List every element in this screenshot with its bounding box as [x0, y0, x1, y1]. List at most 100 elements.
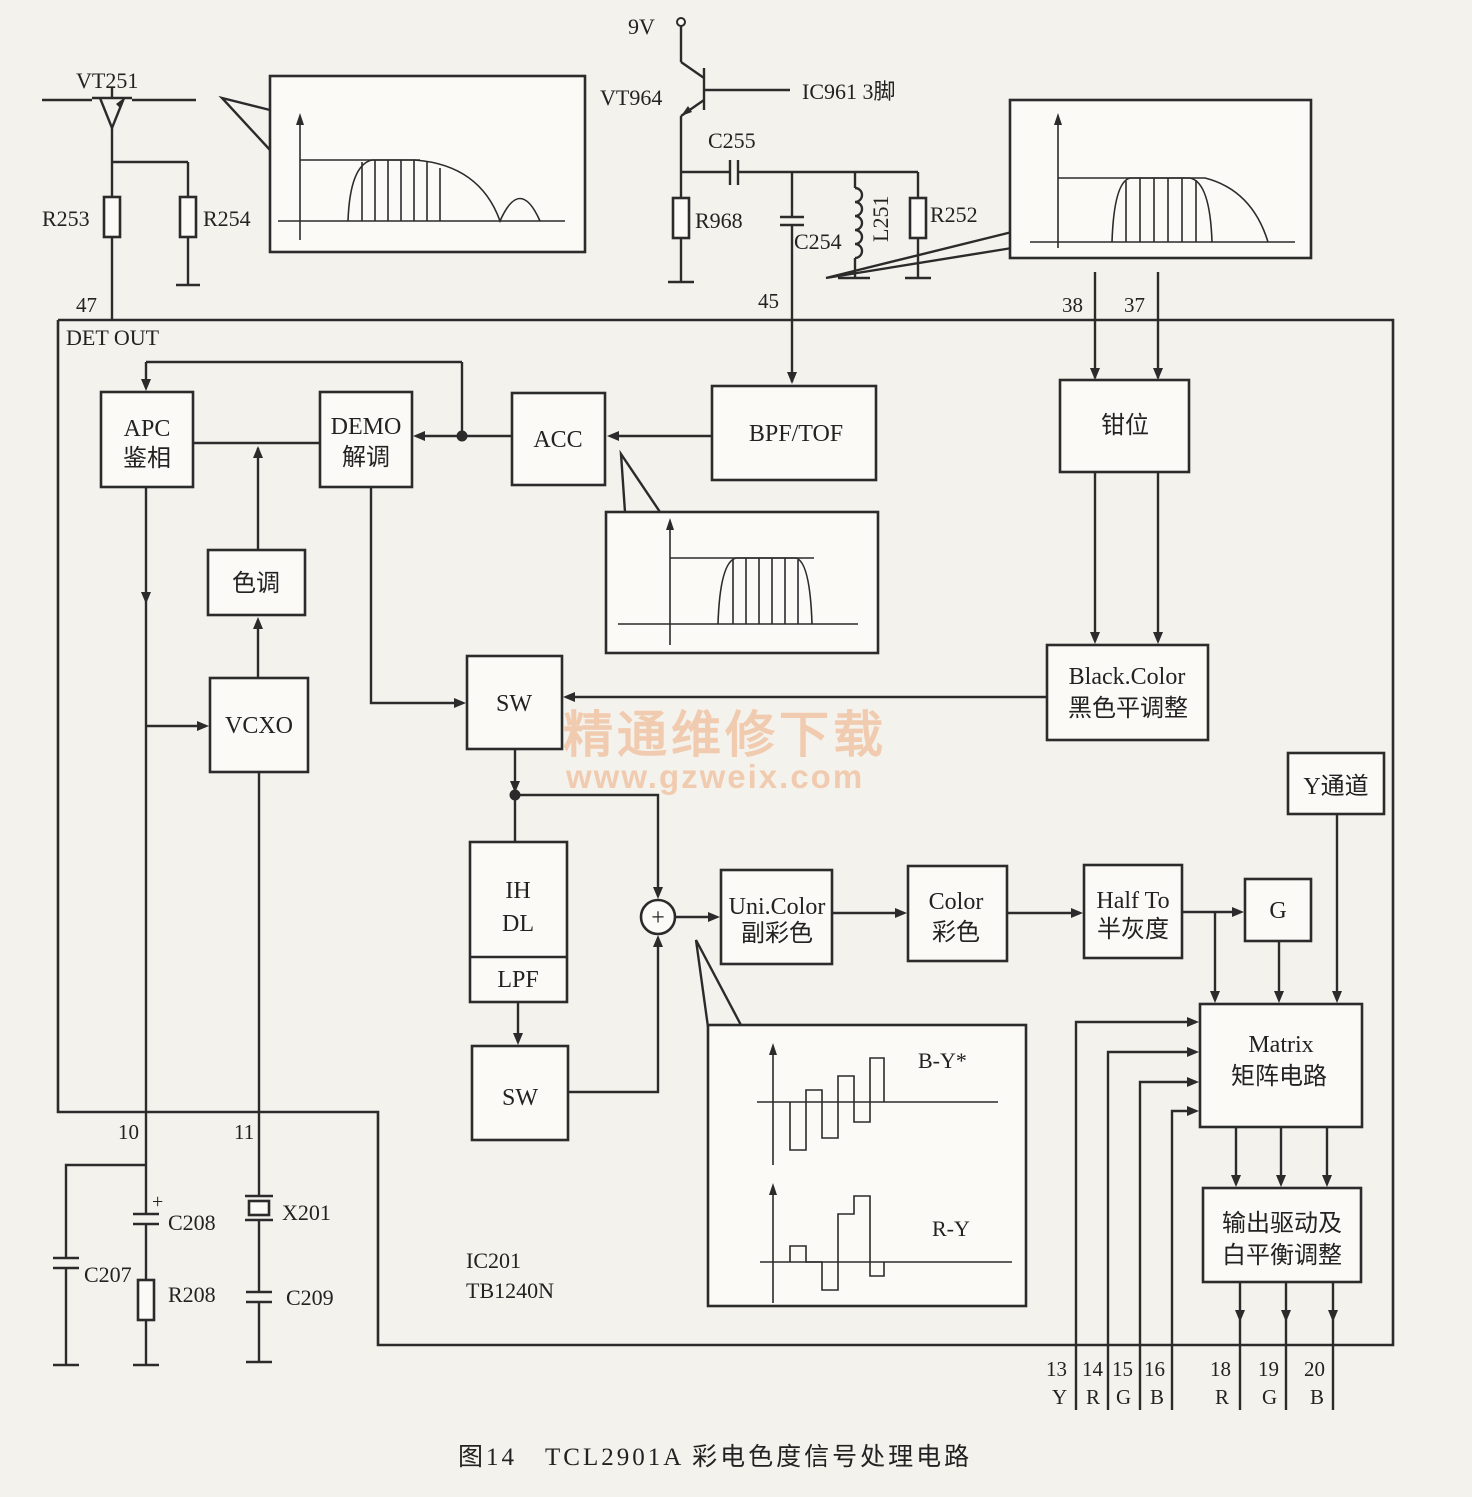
l251-inductor	[854, 186, 864, 260]
block-demo	[318, 390, 414, 489]
vt964-stage: 9V VT964 IC961 3脚 R968 C255 C254 L251 R2…	[600, 14, 978, 384]
pin-15: 15	[1112, 1357, 1133, 1381]
pin-16: 16	[1144, 1357, 1165, 1381]
block-1h-delay-label-1: IH	[505, 878, 530, 904]
c208-polarity: +	[152, 1191, 163, 1213]
block-uni-color	[719, 868, 834, 966]
c255-label: C255	[708, 128, 756, 153]
block-sw-1-label: SW	[496, 691, 532, 717]
block-half-tone	[1082, 863, 1184, 960]
block-clamp	[1058, 378, 1191, 474]
internal-wiring	[141, 360, 1342, 1410]
block-output-driver-label-1: 输出驱动及	[1222, 1210, 1342, 1237]
pin-10: 10	[118, 1120, 139, 1144]
pin-20: 20	[1304, 1357, 1325, 1381]
block-1h-delay-label-2: DL	[502, 911, 534, 937]
output-pins: 13 14 15 16 18 19 20 Y R G B R G B	[1046, 1357, 1325, 1409]
block-clamp-label: 钳位	[1101, 412, 1149, 439]
block-apc-label-en: APC	[124, 416, 171, 442]
r254-resistor	[178, 195, 198, 239]
r252-label: R252	[930, 202, 978, 227]
block-matrix-label-cn: 矩阵电路	[1231, 1063, 1327, 1090]
pin-16-signal: B	[1150, 1385, 1164, 1409]
vt964-label: VT964	[600, 85, 662, 110]
block-black-level-label-en: Black.Color	[1069, 664, 1186, 690]
block-y-channel-label: Y通道	[1303, 773, 1368, 800]
vt251-label: VT251	[76, 68, 138, 93]
waveform-callout-detector	[218, 74, 587, 254]
waveform-by-label: B-Y*	[918, 1048, 967, 1073]
pin-37: 37	[1124, 293, 1145, 317]
block-output-driver-label-2: 白平衡调整	[1222, 1242, 1342, 1269]
r253-resistor	[102, 195, 122, 239]
block-color-label-en: Color	[929, 889, 984, 915]
pin-45: 45	[758, 289, 779, 313]
block-uni-color-label-en: Uni.Color	[729, 894, 826, 920]
block-lpf-label: LPF	[497, 967, 538, 993]
figure-caption: 图14 TCL2901A 彩电色度信号处理电路	[458, 1443, 972, 1471]
watermark-url: www.gzweix.com	[565, 758, 864, 795]
block-sw-2-label: SW	[502, 1085, 538, 1111]
adder-symbol: +	[651, 905, 665, 931]
block-apc-label-cn: 鉴相	[123, 445, 171, 472]
block-demo-label-en: DEMO	[331, 414, 402, 440]
block-matrix-label-en: Matrix	[1248, 1032, 1313, 1058]
l251-label: L251	[868, 196, 893, 242]
x201-crystal	[247, 1199, 271, 1217]
pin-11: 11	[234, 1120, 254, 1144]
block-vcxo-label: VCXO	[225, 713, 293, 739]
block-acc-label: ACC	[533, 427, 582, 453]
pin-14-signal: R	[1086, 1385, 1100, 1409]
pin-18-signal: R	[1215, 1385, 1229, 1409]
r208-resistor	[136, 1278, 156, 1322]
watermark-chinese: 精通维修下载	[563, 707, 887, 763]
block-black-level	[1045, 643, 1210, 742]
ic-model: TB1240N	[466, 1278, 554, 1303]
pin-15-signal: G	[1116, 1385, 1131, 1409]
r252-resistor	[908, 196, 928, 240]
block-demo-label-cn: 解调	[342, 444, 390, 471]
block-color	[906, 864, 1009, 963]
block-acc	[510, 391, 607, 487]
c209-label: C209	[286, 1285, 334, 1310]
block-bpf-tof	[710, 384, 878, 482]
x201-label: X201	[282, 1200, 331, 1225]
pin-19-signal: G	[1262, 1385, 1277, 1409]
pin-20-signal: B	[1310, 1385, 1324, 1409]
block-output-driver	[1201, 1186, 1363, 1284]
waveform-ry-label: R-Y	[932, 1216, 970, 1241]
supply-terminal	[676, 17, 686, 27]
external-apc-vcxo-parts: 10 11 C207 + C208 R208 X201 C209	[53, 1112, 334, 1367]
pin-14: 14	[1082, 1357, 1104, 1381]
block-1h-delay-line	[468, 840, 569, 1004]
block-y-channel	[1286, 751, 1386, 816]
c207-label: C207	[84, 1262, 132, 1287]
r254-label: R254	[203, 206, 251, 231]
ic961-label: IC961 3脚	[802, 79, 896, 104]
r968-resistor	[671, 196, 691, 240]
block-color-label-cn: 彩色	[932, 919, 980, 946]
block-g-label: G	[1269, 898, 1286, 924]
block-half-tone-label-en: Half To	[1096, 888, 1169, 914]
vt251-stage: VT251 R253 R254 47	[42, 68, 251, 320]
block-half-tone-label-cn: 半灰度	[1097, 916, 1169, 943]
block-bpf-tof-label: BPF/TOF	[749, 421, 843, 447]
block-black-level-label-cn: 黑色平调整	[1068, 695, 1188, 722]
r253-label: R253	[42, 206, 90, 231]
r968-label: R968	[695, 208, 743, 233]
block-vcxo	[208, 676, 310, 774]
block-hue	[206, 548, 307, 617]
r208-label: R208	[168, 1282, 216, 1307]
c254-label: C254	[794, 229, 842, 254]
pin-13: 13	[1046, 1357, 1067, 1381]
watermark: 精通维修下载 www.gzweix.com	[563, 707, 887, 795]
block-uni-color-label-cn: 副彩色	[741, 920, 813, 947]
ic-outline	[56, 318, 1395, 1347]
pin-38: 38	[1062, 293, 1083, 317]
supply-label: 9V	[628, 14, 655, 39]
pin-47: 47	[76, 293, 97, 317]
pin-19: 19	[1258, 1357, 1279, 1381]
pin-18: 18	[1210, 1357, 1231, 1381]
